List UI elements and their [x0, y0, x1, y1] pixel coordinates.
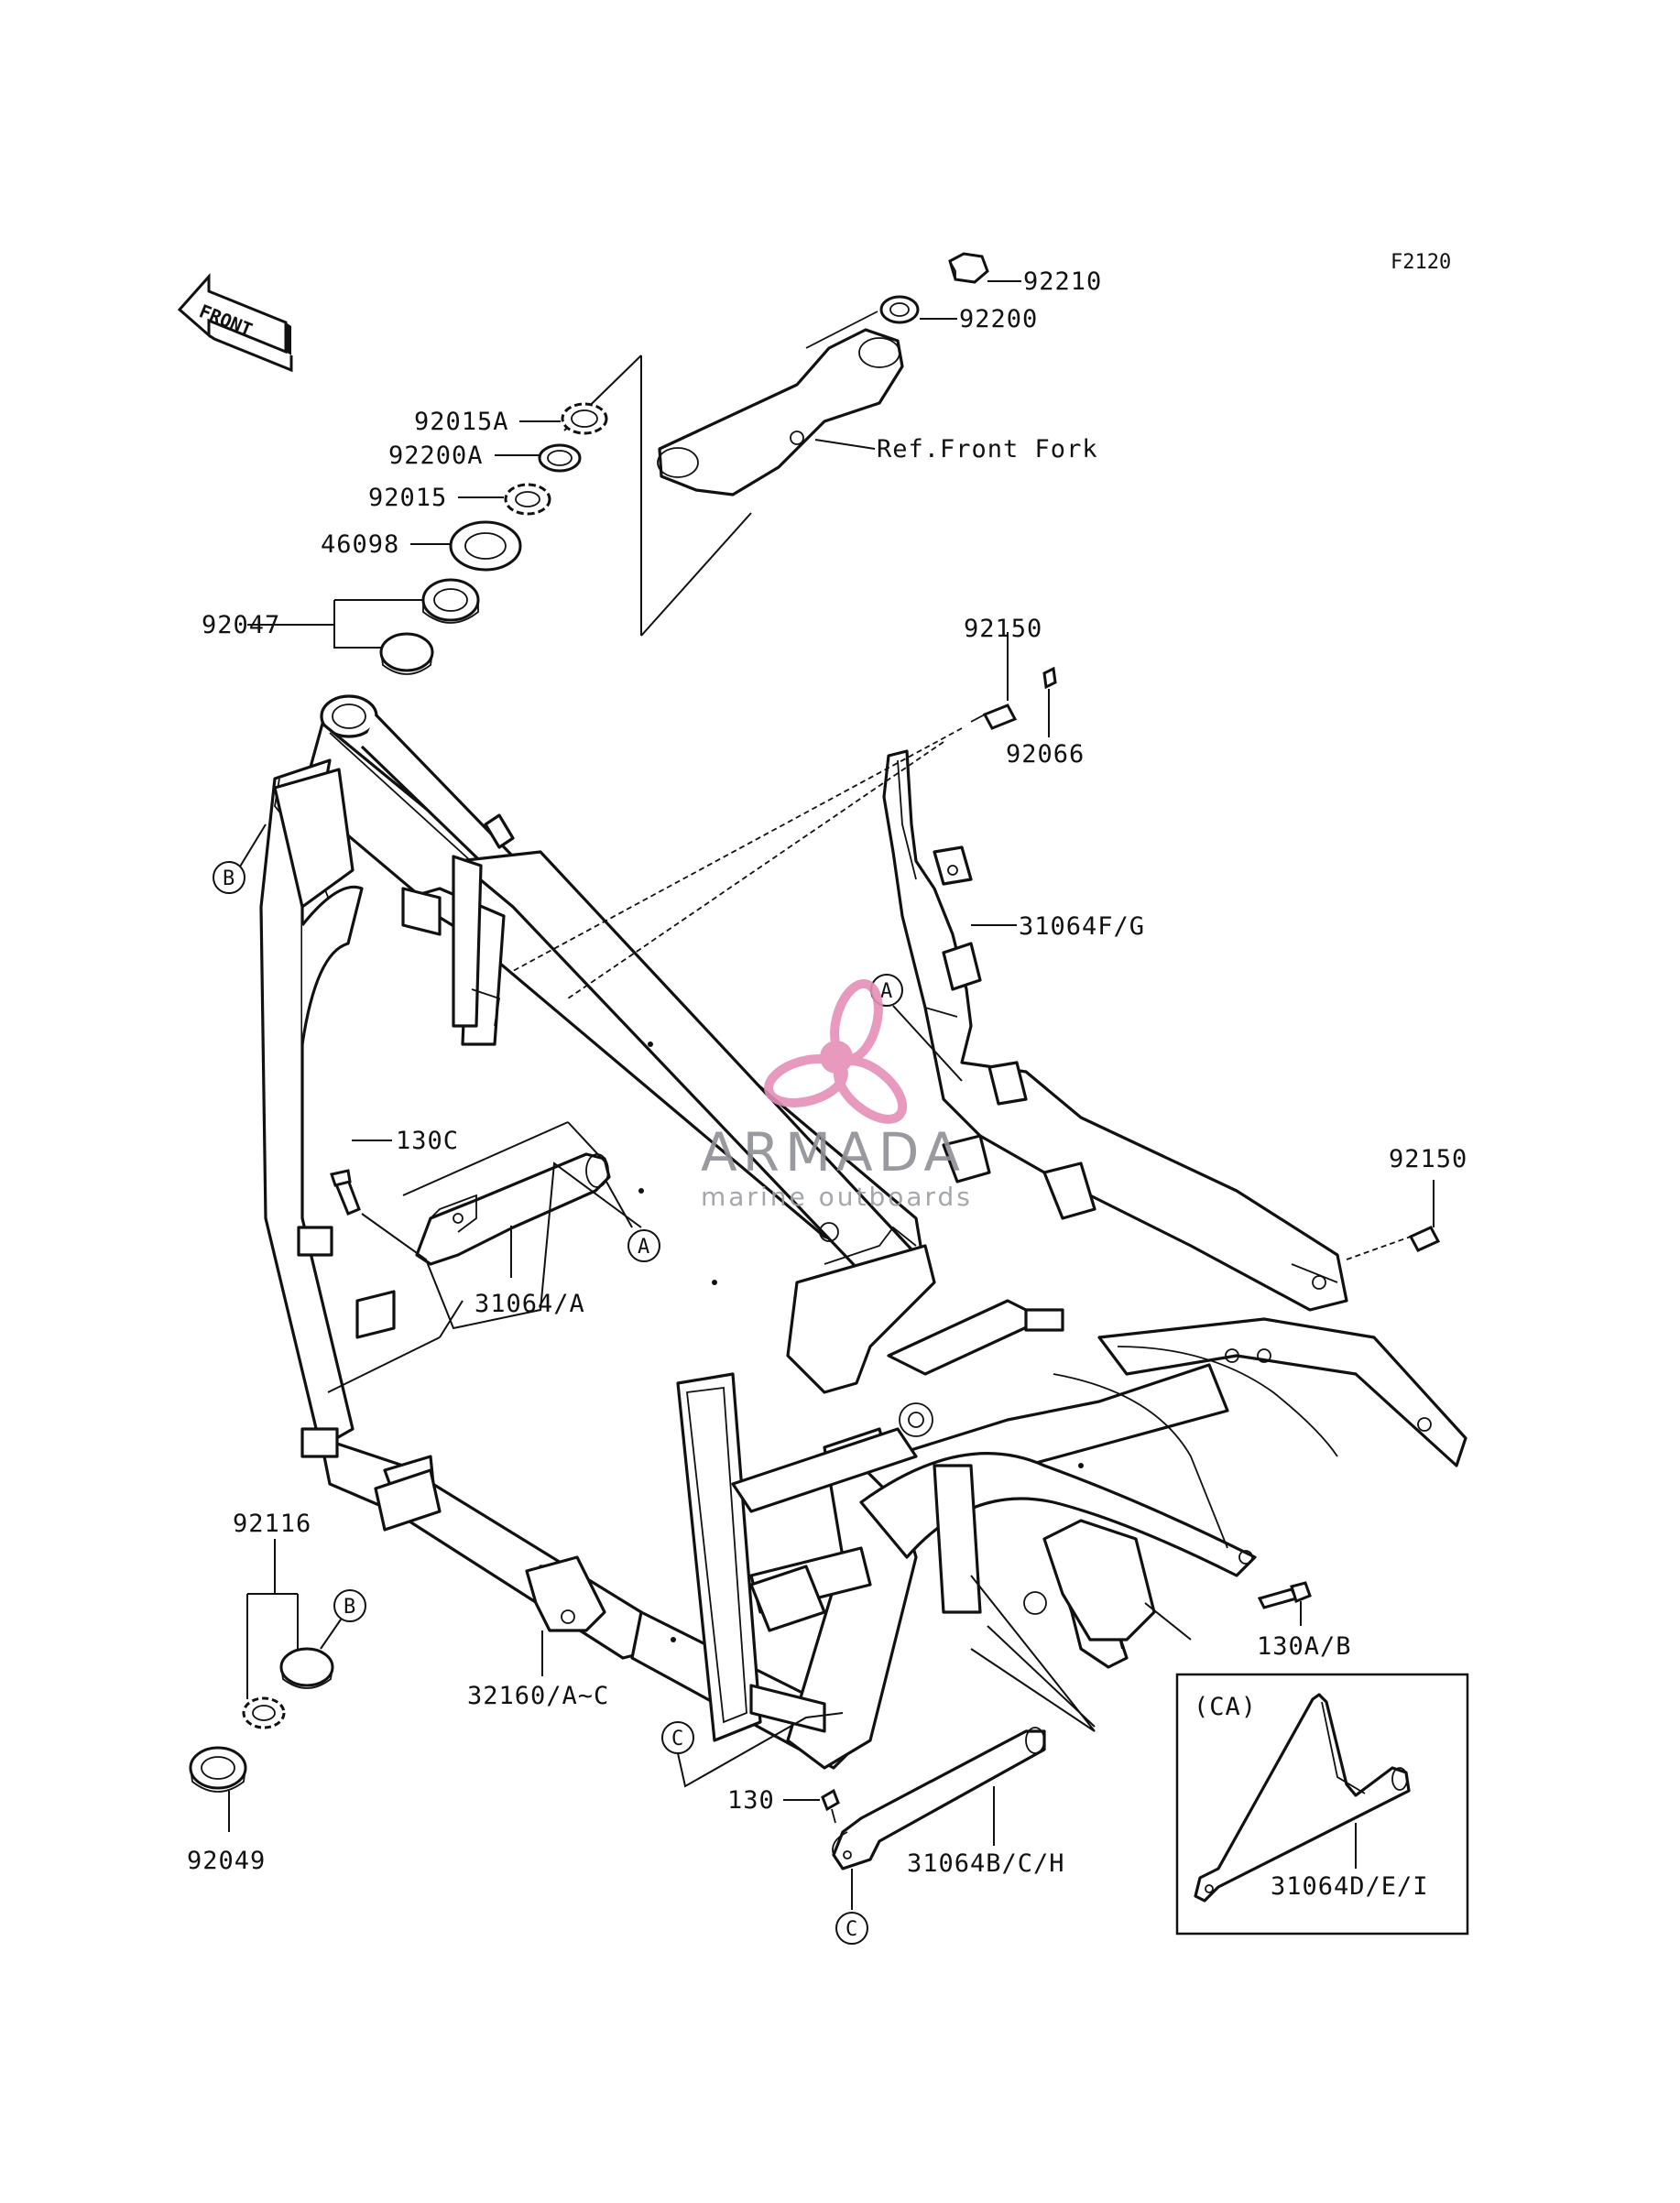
callout-b-head [213, 861, 245, 894]
label-92015: 92015 [368, 484, 447, 512]
propeller-icon [764, 979, 908, 1124]
bolt-130 [821, 1788, 840, 1824]
crossmember-31064DEI [1194, 1693, 1411, 1903]
seal-46098 [449, 520, 522, 572]
bearing-92047-upper [421, 578, 480, 624]
bolt-92150-right [1408, 1226, 1441, 1252]
watermark-brand: ARMADA [701, 1121, 965, 1183]
callout-b-lower-label: B [344, 1596, 355, 1619]
side-rail-31064FG [882, 749, 1348, 1312]
watermark-logo: ARMADA marine outboards [701, 979, 973, 1212]
label-130: 130 [727, 1786, 775, 1815]
label-ca: (CA) [1194, 1693, 1257, 1721]
washer-92200 [879, 295, 920, 324]
callout-c-bottom [835, 1912, 868, 1945]
bearing-92047-lower [379, 632, 434, 675]
label-ref-front-fork: Ref.Front Fork [877, 435, 1098, 464]
label-92049: 92049 [187, 1847, 266, 1875]
callout-a-lower-label: A [638, 1236, 649, 1259]
crossmember-31064BCH [832, 1727, 1046, 1870]
label-46098: 46098 [321, 530, 399, 559]
nut-92210 [948, 252, 989, 284]
label-92210: 92210 [1023, 267, 1102, 296]
locknut-92015A [561, 402, 608, 435]
callout-a-lower [627, 1229, 660, 1262]
bearing-92116 [279, 1647, 334, 1689]
label-92200: 92200 [959, 305, 1038, 333]
label-92116: 92116 [233, 1510, 311, 1538]
main-frame [259, 694, 1467, 1770]
label-31064BCH: 31064B/C/H [907, 1849, 1065, 1878]
front-arrow-icon: FRONT [177, 273, 293, 373]
label-92066: 92066 [1006, 740, 1085, 769]
washer-92200A [538, 443, 582, 473]
bolt-130C [330, 1169, 361, 1216]
callout-c-left-label: C [671, 1728, 683, 1750]
nut-92066 [1042, 666, 1057, 690]
nut-92015 [504, 483, 551, 516]
figure-code: F2120 [1391, 251, 1451, 274]
callout-c-bottom-label: C [845, 1918, 857, 1941]
label-32160: 32160/A~C [467, 1682, 609, 1710]
callout-b-lower [333, 1589, 366, 1622]
upper-bracket [657, 311, 904, 496]
callout-a-upper-label: A [880, 980, 892, 1003]
watermark-tagline: marine outboards [701, 1182, 973, 1212]
label-92150-right: 92150 [1389, 1145, 1467, 1173]
bolt-130AB [1257, 1581, 1312, 1609]
bolt-92150-top [970, 703, 1018, 730]
label-130AB: 130A/B [1257, 1632, 1352, 1661]
label-130C: 130C [396, 1127, 459, 1155]
label-92015A: 92015A [414, 408, 509, 436]
label-31064DEI: 31064D/E/I [1271, 1872, 1429, 1901]
label-92200A: 92200A [388, 442, 484, 470]
bracket-31064A [415, 1152, 611, 1266]
label-92047: 92047 [202, 611, 280, 639]
callout-b-head-label: B [223, 867, 235, 890]
seal-92049 [189, 1746, 247, 1793]
label-92150-top: 92150 [964, 615, 1042, 643]
nut-92116 [242, 1696, 286, 1729]
label-31064FG: 31064F/G [1019, 912, 1145, 941]
label-31064A: 31064/A [475, 1290, 585, 1318]
